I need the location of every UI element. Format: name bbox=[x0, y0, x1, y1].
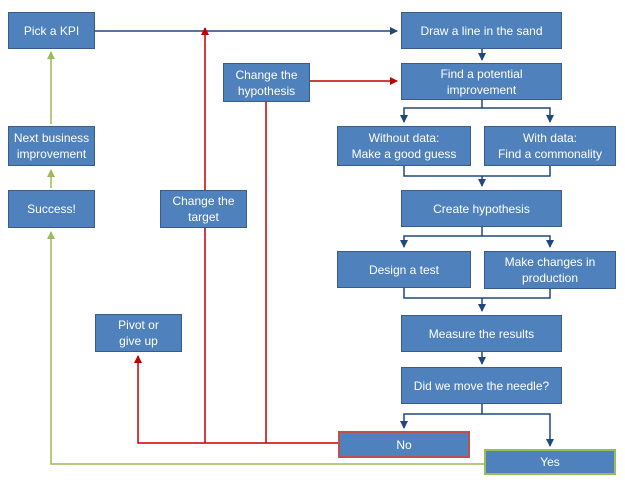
draw-line-box: Draw a line in the sand bbox=[401, 12, 562, 49]
no-box: No bbox=[338, 431, 470, 458]
change-hypothesis-box: Change the hypothesis bbox=[223, 63, 310, 102]
without-data-box: Without data: Make a good guess bbox=[337, 126, 471, 166]
arrow-yes-to-success bbox=[47, 231, 484, 465]
arrow-hypothesis-split-right bbox=[482, 235, 554, 248]
needle-box: Did we move the needle? bbox=[401, 367, 562, 404]
arrow-merge-to-measure bbox=[403, 288, 551, 311]
create-hypothesis-box: Create hypothesis bbox=[401, 190, 562, 227]
change-target-box: Change the target bbox=[160, 190, 247, 228]
arrow-improvement-split-right bbox=[482, 107, 554, 123]
arrow-no-to-pivot bbox=[134, 355, 338, 444]
pick-kpi-box: Pick a KPI bbox=[8, 12, 95, 49]
find-improvement-box: Find a potential improvement bbox=[401, 63, 562, 100]
next-business-box: Next business improvement bbox=[8, 126, 95, 166]
arrow-needle-to-no bbox=[400, 404, 483, 429]
success-box: Success! bbox=[8, 190, 95, 228]
pivot-box: Pivot or give up bbox=[95, 314, 182, 352]
with-data-box: With data: Find a commonality bbox=[484, 126, 616, 166]
arrow-improvement-split-left bbox=[400, 100, 483, 123]
design-test-box: Design a test bbox=[337, 251, 471, 288]
arrow-merge-to-hypothesis bbox=[403, 166, 551, 186]
make-changes-box: Make changes in production bbox=[484, 251, 616, 289]
yes-box: Yes bbox=[484, 449, 616, 475]
arrow-hypothesis-split-left bbox=[400, 227, 483, 248]
measure-box: Measure the results bbox=[401, 315, 562, 352]
arrow-needle-to-yes bbox=[482, 413, 554, 447]
